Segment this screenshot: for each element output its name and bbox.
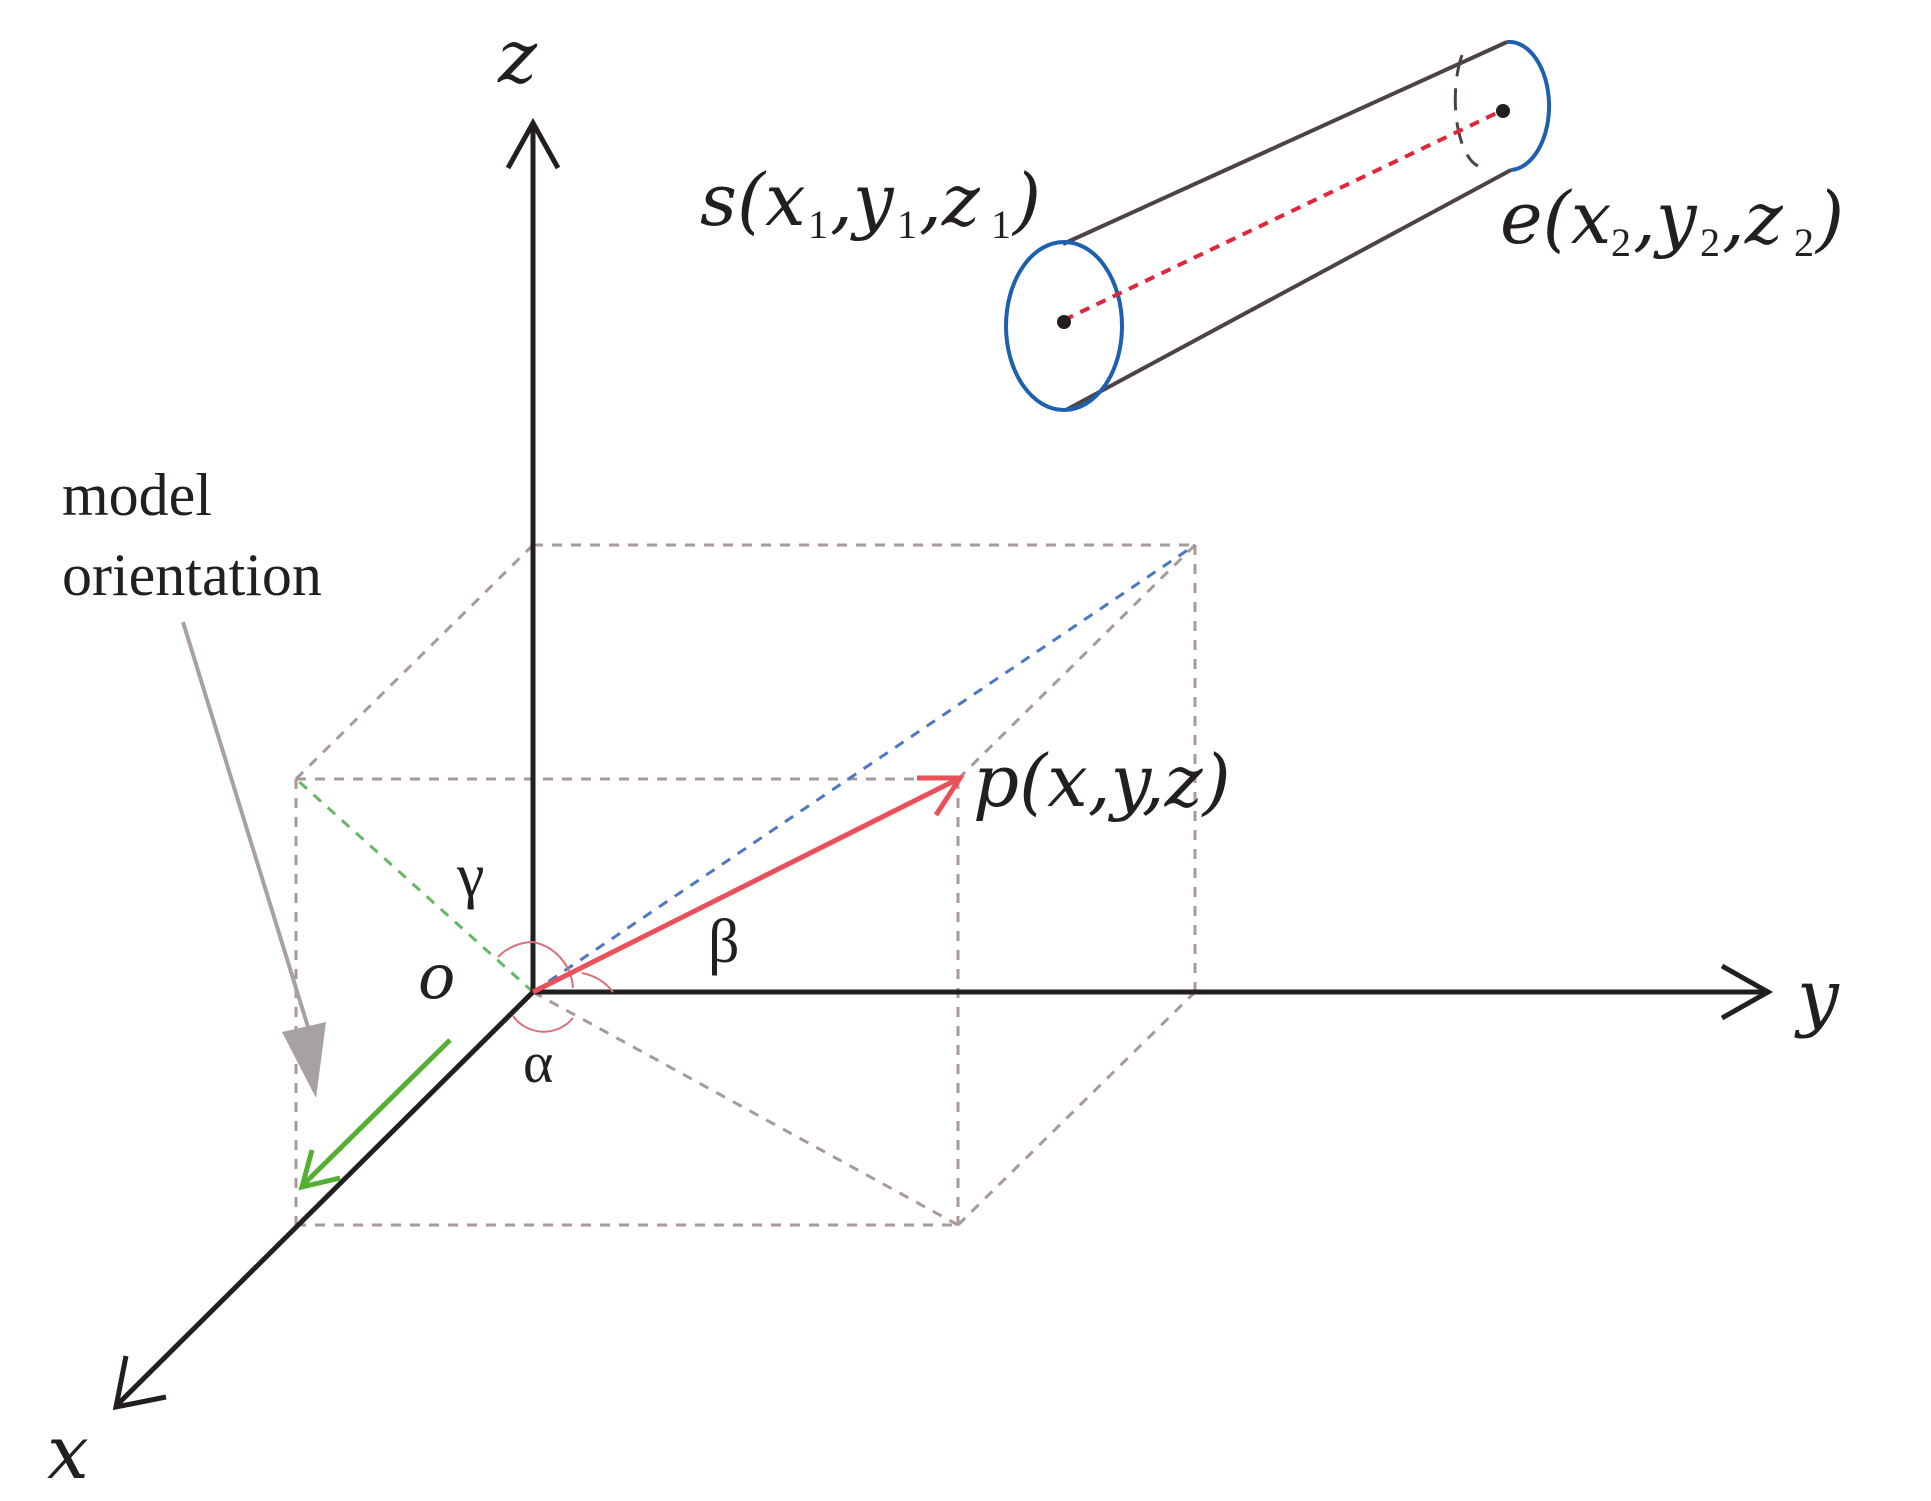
origin-label: o — [418, 940, 455, 1013]
projection-box — [294, 543, 1197, 1227]
svg-text:,z: ,z — [1722, 176, 1784, 260]
projection-line-blue — [532, 543, 1196, 994]
svg-text:1: 1 — [897, 202, 917, 247]
point-p-label: p(x,y,z) — [973, 739, 1231, 823]
box-bottom-right-edge — [956, 990, 1197, 1227]
svg-text:1: 1 — [808, 202, 828, 247]
svg-text:2: 2 — [1611, 220, 1631, 265]
box-top-left-edge — [294, 543, 535, 781]
start-point-label: s(x 1 ,y 1 ,z 1 ) — [700, 158, 1041, 247]
cylinder-end-rim — [1506, 39, 1552, 172]
alpha-label: α — [523, 1030, 553, 1095]
svg-text:s(x: s(x — [700, 158, 806, 242]
axis-z — [505, 117, 561, 992]
svg-text:): ) — [1814, 176, 1844, 260]
box-floor-diagonal — [532, 990, 959, 1227]
gamma-label: γ — [456, 842, 484, 910]
axis-x — [112, 990, 535, 1411]
cylinder — [1004, 39, 1552, 412]
svg-text:,y: ,y — [1633, 176, 1698, 260]
vector-p — [531, 775, 965, 995]
axis-y-label: y — [1794, 954, 1840, 1040]
svg-text:2: 2 — [1700, 220, 1720, 265]
cylinder-bottom-edge — [1065, 168, 1512, 412]
axis-y — [533, 963, 1774, 1021]
beta-label: β — [708, 908, 740, 976]
cylinder-start-rim — [1004, 240, 1124, 412]
cylinder-top-edge — [1062, 40, 1508, 246]
svg-text:,y: ,y — [830, 158, 895, 242]
angle-arcs — [497, 941, 614, 1033]
svg-text:2: 2 — [1794, 220, 1814, 265]
svg-text:1: 1 — [991, 202, 1011, 247]
start-point — [1057, 315, 1071, 329]
svg-text:): ) — [1011, 158, 1041, 242]
annotation-line1: model — [62, 462, 212, 528]
annotation-line2: orientation — [62, 542, 322, 608]
arc-gamma-2 — [532, 941, 574, 989]
cylinder-axis-line — [1063, 108, 1504, 322]
cylinder-hidden-rim — [1453, 54, 1479, 168]
arc-gamma — [497, 941, 534, 958]
annotation-pointer — [181, 621, 326, 1098]
end-point — [1496, 104, 1510, 118]
svg-text:,z: ,z — [919, 158, 981, 242]
svg-text:e(x: e(x — [1500, 176, 1611, 260]
arc-alpha — [512, 1015, 574, 1033]
axis-z-label: z — [497, 14, 538, 100]
arc-beta — [581, 972, 614, 993]
end-point-label: e(x 2 ,y 2 ,z 2 ) — [1500, 176, 1844, 265]
orientation-arrow — [298, 1038, 452, 1191]
axis-x-label: x — [47, 1410, 89, 1496]
projection-line-green — [294, 777, 535, 994]
